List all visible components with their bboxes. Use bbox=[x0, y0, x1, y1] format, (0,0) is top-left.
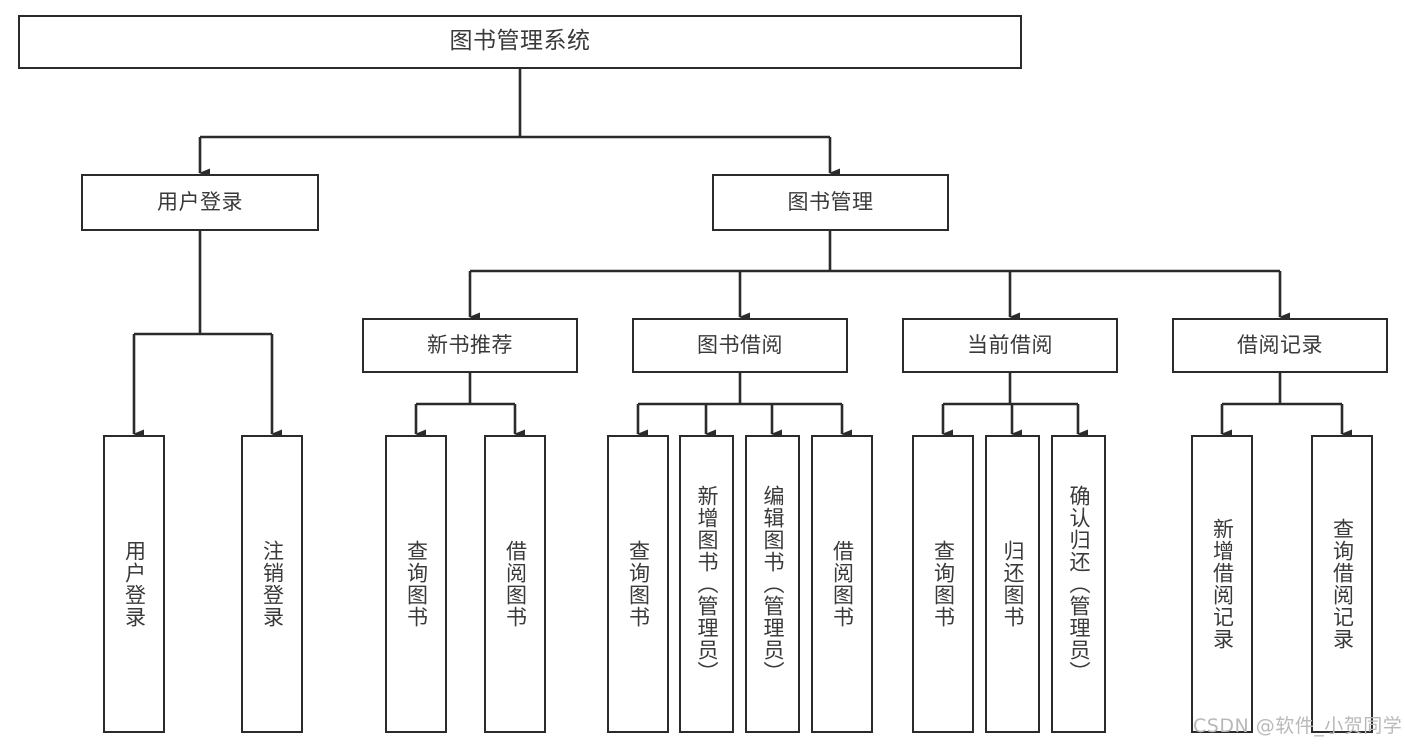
node-label: 归还图书 bbox=[1000, 540, 1025, 628]
node-label: 借阅图书 bbox=[503, 540, 528, 628]
node-leaf-borrow-book-1[interactable]: 借阅图书 bbox=[484, 435, 546, 733]
node-label: 借阅图书 bbox=[830, 540, 855, 628]
node-leaf-logout[interactable]: 注销登录 bbox=[241, 435, 303, 733]
node-borrow-record[interactable]: 借阅记录 bbox=[1172, 318, 1388, 373]
node-label: 编辑图书（管理员） bbox=[760, 485, 785, 683]
node-leaf-confirm-return[interactable]: 确认归还（管理员） bbox=[1051, 435, 1106, 733]
node-label: 查询图书 bbox=[626, 540, 651, 628]
node-label: 查询图书 bbox=[931, 540, 956, 628]
node-book-manage[interactable]: 图书管理 bbox=[712, 174, 949, 231]
node-label: 新增图书（管理员） bbox=[694, 485, 719, 683]
node-label: 图书管理系统 bbox=[449, 28, 591, 55]
node-leaf-add-record[interactable]: 新增借阅记录 bbox=[1191, 435, 1253, 733]
node-current-borrow[interactable]: 当前借阅 bbox=[902, 318, 1118, 373]
node-leaf-add-book[interactable]: 新增图书（管理员） bbox=[679, 435, 734, 733]
node-leaf-borrow-book-2[interactable]: 借阅图书 bbox=[811, 435, 873, 733]
node-leaf-query-record[interactable]: 查询借阅记录 bbox=[1311, 435, 1373, 733]
node-user-login[interactable]: 用户登录 bbox=[81, 174, 319, 231]
node-leaf-query-book-2[interactable]: 查询图书 bbox=[607, 435, 669, 733]
node-label: 用户登录 bbox=[157, 189, 243, 214]
node-leaf-edit-book[interactable]: 编辑图书（管理员） bbox=[745, 435, 800, 733]
node-label: 确认归还（管理员） bbox=[1066, 485, 1091, 683]
node-label: 查询借阅记录 bbox=[1330, 518, 1355, 650]
node-leaf-user-login[interactable]: 用户登录 bbox=[103, 435, 165, 733]
node-book-borrow[interactable]: 图书借阅 bbox=[632, 318, 848, 373]
node-leaf-query-book-1[interactable]: 查询图书 bbox=[385, 435, 447, 733]
node-label: 借阅记录 bbox=[1237, 332, 1323, 357]
node-label: 当前借阅 bbox=[967, 332, 1053, 357]
node-label: 新增借阅记录 bbox=[1210, 518, 1235, 650]
node-new-book-rec[interactable]: 新书推荐 bbox=[362, 318, 578, 373]
node-leaf-query-book-3[interactable]: 查询图书 bbox=[912, 435, 974, 733]
node-label: 图书借阅 bbox=[697, 332, 783, 357]
node-label: 用户登录 bbox=[122, 540, 147, 628]
node-label: 新书推荐 bbox=[427, 332, 513, 357]
node-label: 图书管理 bbox=[787, 189, 874, 214]
node-label: 注销登录 bbox=[260, 540, 285, 628]
node-leaf-return-book[interactable]: 归还图书 bbox=[985, 435, 1040, 733]
node-root[interactable]: 图书管理系统 bbox=[18, 15, 1022, 69]
node-label: 查询图书 bbox=[404, 540, 429, 628]
